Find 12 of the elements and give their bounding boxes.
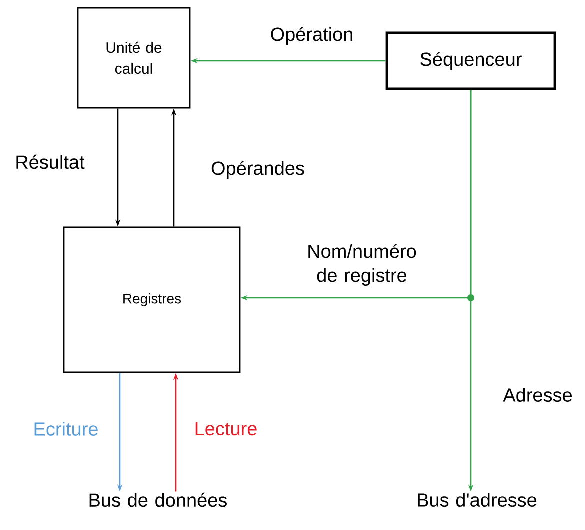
edge-label: Ecriture bbox=[34, 422, 98, 436]
bus-label: Bus de données bbox=[90, 492, 227, 508]
edge-label: Opérandes bbox=[212, 161, 304, 179]
register-box: Registres bbox=[63, 226, 241, 374]
edge-label: Lecture bbox=[196, 422, 257, 436]
edge-label: Nom/numéro de registre bbox=[308, 244, 416, 286]
edge-label: Opération bbox=[271, 27, 352, 45]
sequencer-box: Séquenceur bbox=[386, 32, 556, 90]
bus-label: Bus d'adresse bbox=[418, 493, 537, 507]
process-box: Unité de calcul bbox=[77, 7, 191, 109]
edge-label: Adresse bbox=[503, 388, 572, 402]
edge-label: Résultat bbox=[16, 154, 85, 170]
